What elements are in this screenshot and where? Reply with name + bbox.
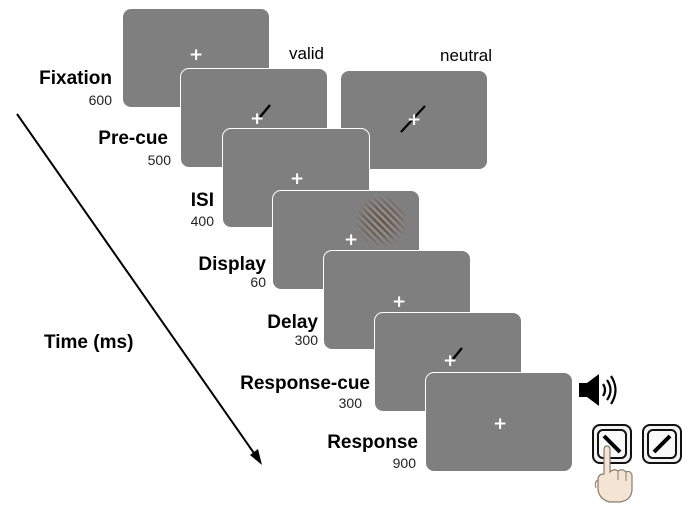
fixation-cross: + xyxy=(290,169,305,189)
valid-condition-label: valid xyxy=(289,44,324,63)
stage-duration-fixation: 600 xyxy=(88,92,112,108)
stage-duration-response-cue: 300 xyxy=(338,395,362,411)
neutral-pre-cue-screen: + xyxy=(340,70,488,170)
time-axis-label: Time (ms) xyxy=(44,332,134,353)
fixation-cross: + xyxy=(443,351,458,371)
stage-label-isi: ISI xyxy=(190,190,214,211)
response-cue-line xyxy=(452,347,463,360)
stage-duration-isi: 400 xyxy=(190,213,214,229)
stage-label-display: Display xyxy=(198,254,266,275)
gabor-patch-icon xyxy=(355,195,407,247)
response-screen: + xyxy=(425,372,573,472)
neutral-cue-line xyxy=(400,105,426,133)
stage-label-pre-cue: Pre-cue xyxy=(98,128,168,149)
fixation-cross: + xyxy=(344,230,359,250)
fixation-cross: + xyxy=(407,110,422,130)
hand-press-icon xyxy=(594,445,633,503)
stage-duration-pre-cue: 500 xyxy=(147,152,171,168)
neutral-condition-label: neutral xyxy=(440,46,492,65)
stage-label-response-cue: Response-cue xyxy=(240,373,370,394)
stage-label-response: Response xyxy=(327,432,418,453)
valid-cue-line xyxy=(259,104,271,118)
key-tilt-right-icon xyxy=(642,424,682,464)
stage-label-fixation: Fixation xyxy=(39,68,112,89)
stage-duration-display: 60 xyxy=(250,274,266,290)
speaker-icon xyxy=(579,374,617,406)
fixation-cross: + xyxy=(493,414,508,434)
stage-duration-response: 900 xyxy=(392,455,416,471)
fixation-cross: + xyxy=(189,45,204,65)
stage-label-delay: Delay xyxy=(267,312,318,333)
key-tilt-left-icon xyxy=(592,424,632,464)
stage-duration-delay: 300 xyxy=(294,332,318,348)
fixation-cross: + xyxy=(250,109,265,129)
fixation-cross: + xyxy=(392,292,407,312)
